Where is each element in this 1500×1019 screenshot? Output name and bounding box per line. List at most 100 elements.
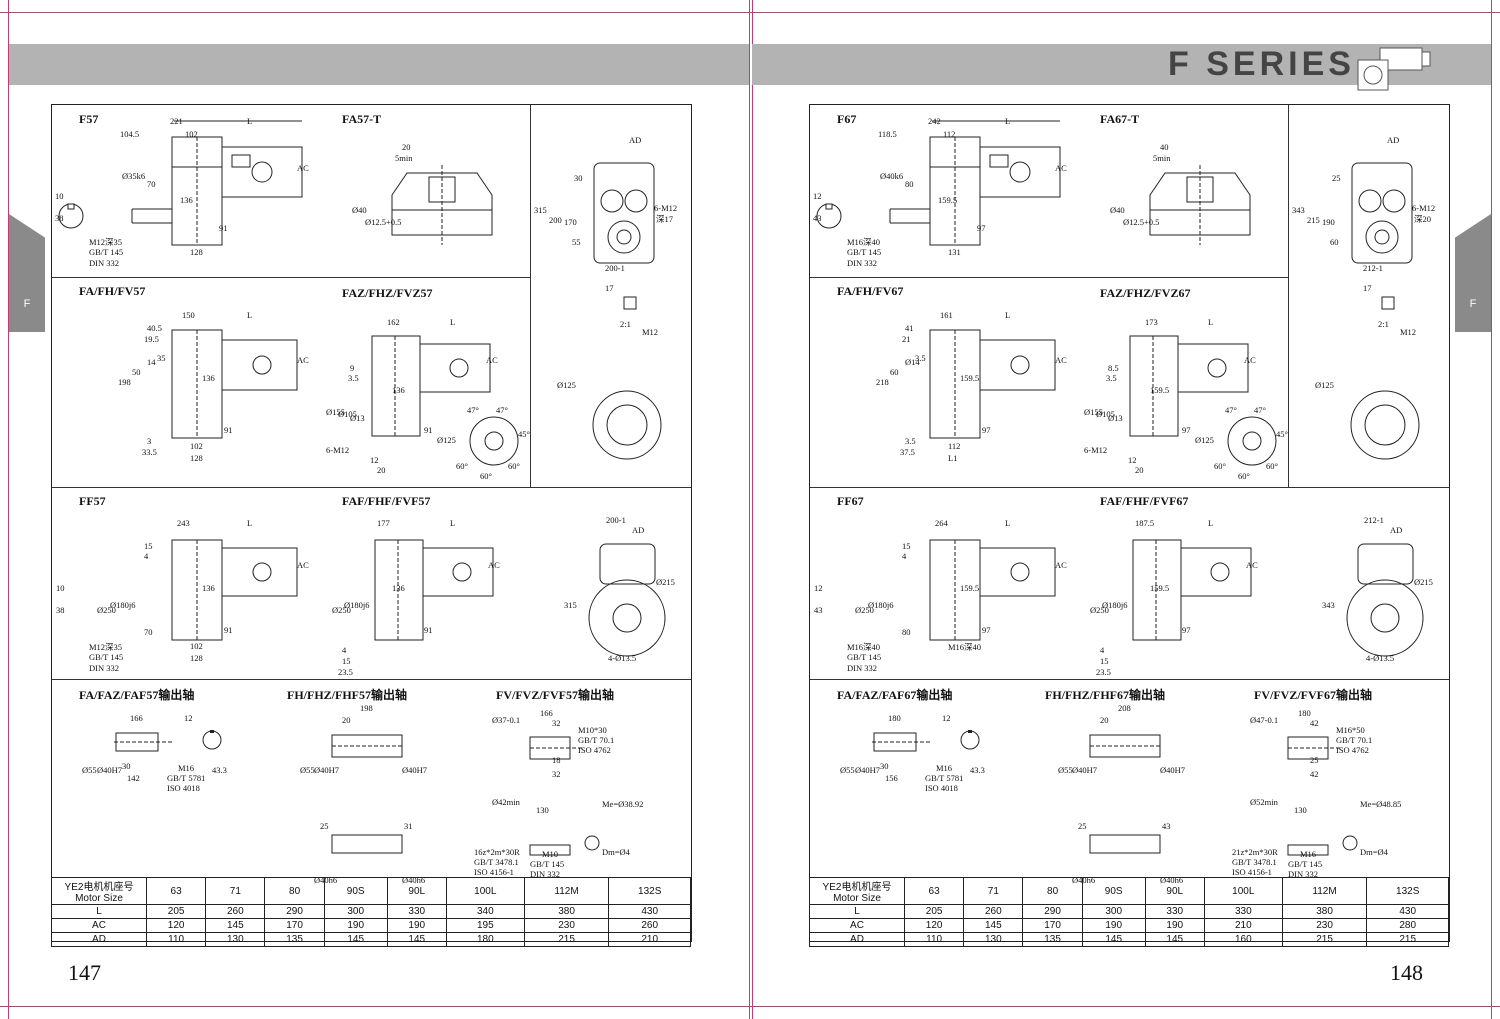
dim-label: 30 [880, 761, 889, 771]
flange-side-view [580, 540, 675, 660]
dim-label: 97 [1182, 625, 1191, 635]
page-number-right: 148 [1390, 960, 1423, 985]
dim-label: 200-1 [605, 263, 625, 273]
dim-label: 25 [1310, 755, 1319, 765]
dim-label: 25 [1078, 821, 1087, 831]
dim-label: Ø155 [1084, 407, 1103, 417]
shaft-end-icon [197, 730, 227, 755]
table-cell: 430 [608, 904, 691, 919]
dim-label: 112 [943, 129, 956, 139]
dim-label: 198 [360, 703, 373, 713]
dim-label: 23.5 [1096, 667, 1111, 677]
dim-label: 15 [1100, 656, 1109, 666]
dim-label: Ø12.5+0.5 [1123, 217, 1160, 227]
dim-label: 159.5 [1150, 583, 1170, 593]
key-detail-icon [622, 295, 642, 313]
table-cell: 145 [205, 918, 266, 933]
dim-label: Ø40 [1110, 205, 1125, 215]
flange-side-view [1338, 540, 1433, 660]
dim-label: M16深40 [847, 237, 881, 247]
table-cell: 330 [1144, 904, 1205, 919]
gear-unit-drawing-1 [132, 127, 312, 257]
dim-label: 97 [982, 625, 991, 635]
dim-label: 159.5 [960, 583, 980, 593]
dim-label: 12 [184, 713, 193, 723]
flange-torque-arm-drawing [464, 411, 524, 471]
dim-label: 315 [534, 205, 547, 215]
dim-label: M12深35 [89, 642, 123, 652]
table-cell: 205 [903, 904, 965, 919]
dim-label: 3.5 [905, 436, 916, 446]
dim-label: 32 [552, 718, 561, 728]
dim-label: GB/T 70.1 [1336, 735, 1373, 745]
motor-size-cell: 112M [523, 877, 610, 905]
dim-label: GB/T 3478.1 [474, 857, 519, 867]
gear-unit-drawing-2b [1125, 330, 1255, 440]
dim-label: 156 [885, 773, 898, 783]
table-cell: 170 [264, 918, 325, 933]
motor-size-cell: 90S [323, 877, 388, 905]
dim-label: 97 [977, 223, 986, 233]
dim-label: 128 [190, 453, 203, 463]
dim-label: AC [1246, 560, 1258, 570]
table-cell: 170 [1022, 918, 1083, 933]
dim-label: 130 [536, 805, 549, 815]
motor-size-cell: 80 [264, 877, 325, 905]
dim-label: 深20 [1414, 214, 1432, 224]
dim-label: Ø35k6 [122, 171, 146, 181]
dim-label: 35 [157, 353, 166, 363]
dim-label: 8.5 [1108, 363, 1119, 373]
dim-label: 343 [1322, 600, 1335, 610]
dim-label: 12 [370, 455, 379, 465]
dim-label: DIN 332 [847, 258, 877, 268]
table-header-en: Motor Size [833, 893, 881, 904]
dim-label: Ø125 [1195, 435, 1214, 445]
dim-label: 6-M12 [654, 203, 678, 213]
dim-label: Ø52min [1250, 797, 1278, 807]
section-label-shaft-a: FA/FAZ/FAF67输出轴 [837, 688, 953, 702]
drawing-panel: F57 FA57-T FA/FH/FV57 FAZ/FHZ/FVZ57 FF57… [51, 104, 692, 942]
dim-label: 221 [170, 116, 183, 126]
dim-label: Ø125 [557, 380, 576, 390]
dim-label: 25 [320, 821, 329, 831]
dim-label: M16*50 [1336, 725, 1365, 735]
dim-label: Ø55 [300, 765, 315, 775]
dim-label: Dm=Ø4 [602, 847, 630, 857]
output-shaft-drawing-b [324, 725, 414, 875]
dim-label: 15 [342, 656, 351, 666]
motor-size-cell: 80 [1022, 877, 1083, 905]
dim-label: Ø250 [1090, 605, 1109, 615]
table-cell: 190 [386, 918, 447, 933]
dim-label: 136 [202, 583, 215, 593]
dim-label: 3 [147, 436, 152, 446]
table-cell: 215 [523, 932, 610, 947]
gearbox-logo-icon [1350, 42, 1440, 100]
dim-label: 4 [1100, 645, 1105, 655]
dim-label: ISO 4156-1 [1232, 867, 1272, 877]
divider-1 [810, 277, 1288, 278]
flange-torque-arm-drawing [1222, 411, 1282, 471]
dim-label: Ø105 [338, 409, 357, 419]
table-cell: 195 [445, 918, 525, 933]
dim-label: 118.5 [878, 129, 897, 139]
dim-label: DIN 332 [89, 663, 119, 673]
dim-label: 60° [480, 471, 492, 481]
dim-label: 2:1 [620, 319, 631, 329]
dim-label: 4-Ø13.5 [1366, 653, 1395, 663]
dim-label: 20 [342, 715, 351, 725]
table-cell: 180 [445, 932, 525, 947]
dim-label: 20 [402, 142, 411, 152]
dim-label: 深17 [656, 214, 674, 224]
dim-label: 15 [902, 541, 911, 551]
dim-label: 142 [127, 773, 140, 783]
crop-line-left [8, 0, 9, 1019]
table-cell: 260 [205, 904, 266, 919]
gear-unit-side-view [590, 161, 660, 271]
shaft-key-icon [814, 201, 844, 231]
dim-label: AD [1387, 135, 1400, 145]
motor-size-table: YE2电机机座号 Motor Size 63 71 80 90S 90L 100… [51, 877, 691, 947]
dim-label: L [247, 310, 253, 320]
motor-size-cell: 63 [145, 877, 207, 905]
motor-size-cell: 90L [1144, 877, 1205, 905]
dim-label: 16z*2m*30R [474, 847, 520, 857]
